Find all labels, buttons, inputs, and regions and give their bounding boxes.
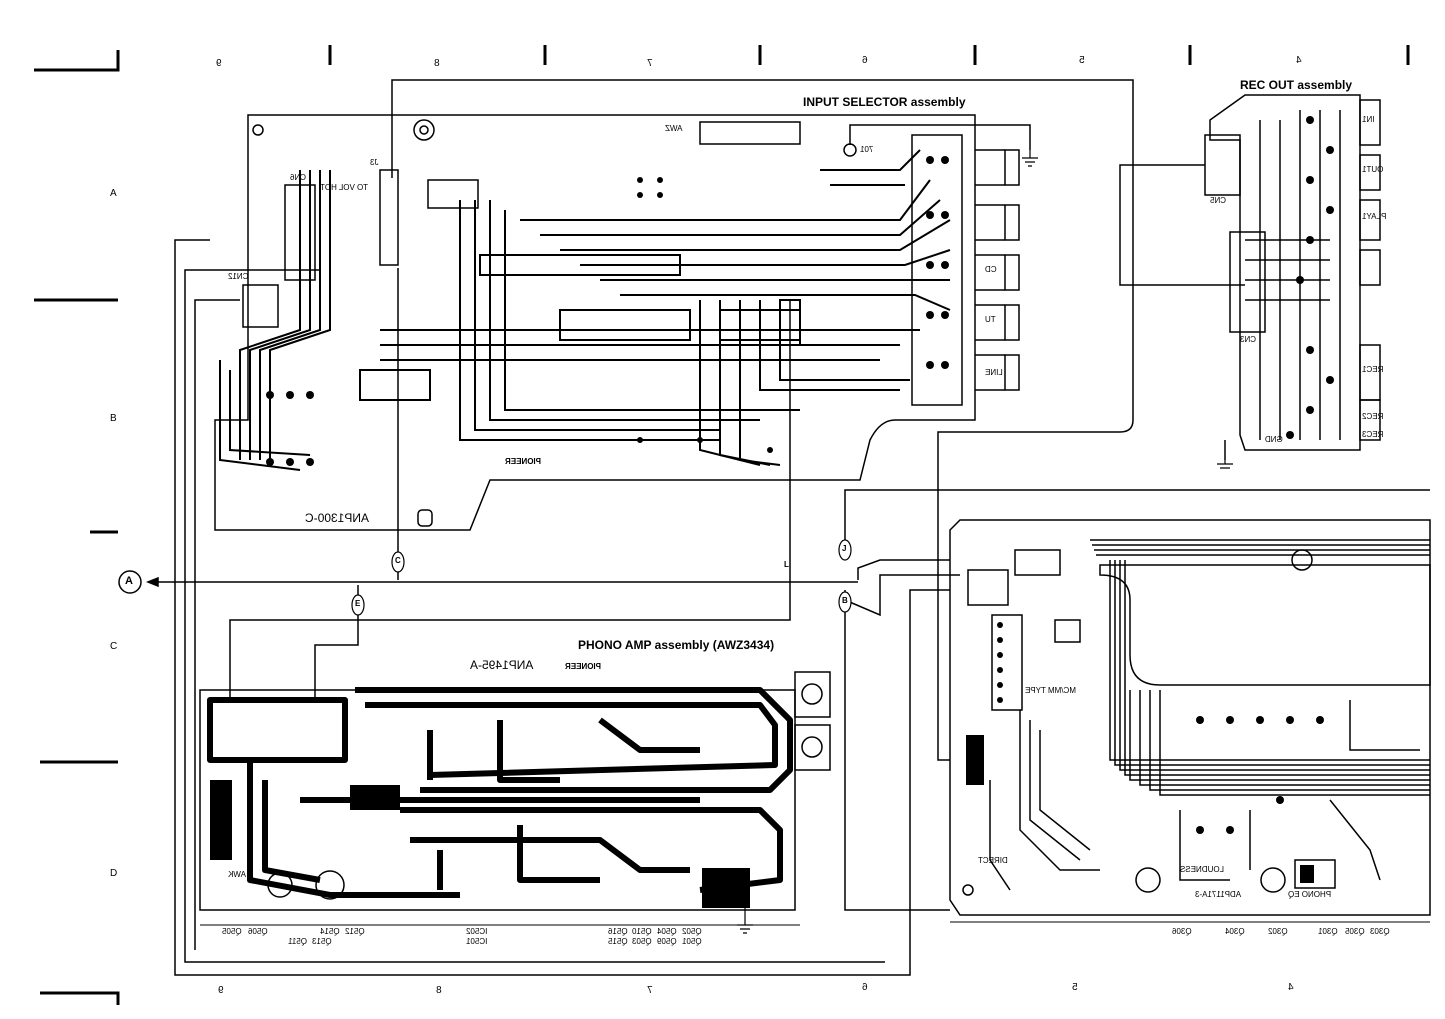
board-label: AWK	[228, 870, 246, 879]
board-label: 701	[860, 145, 874, 154]
board-label: MC/MM TYPE	[1025, 686, 1076, 695]
grid-col-label: 6	[862, 982, 868, 993]
rec-out-title: REC OUT assembly	[1240, 78, 1353, 92]
board-label: DIRECT	[978, 856, 1008, 865]
phono-amp-blocks	[210, 780, 750, 908]
board-label: CN6	[290, 173, 307, 182]
part-label: Q305	[1345, 927, 1365, 936]
board-label: PHONO EQ	[1288, 890, 1332, 899]
board-label: TO VOL HOT	[320, 183, 369, 192]
part-label: Q304	[1225, 927, 1245, 936]
grid-col-label: 9	[216, 58, 222, 69]
board-label: REC3	[1362, 430, 1384, 439]
part-label: Q512	[345, 927, 365, 936]
board-label: CD	[985, 265, 997, 274]
part-label: Q509	[657, 937, 677, 946]
part-label: Q302	[1268, 927, 1288, 936]
part-label: Q502	[682, 927, 702, 936]
board-label: AWZ	[665, 124, 683, 133]
grid-col-label: 7	[647, 58, 653, 69]
off-page-connector-label: A	[125, 575, 133, 587]
cable-tag: C	[395, 556, 401, 565]
input-selector-connectors	[242, 169, 431, 401]
grid-col-label: 8	[436, 985, 442, 996]
grid-col-label: 8	[434, 58, 440, 69]
grid-col-label: 5	[1072, 982, 1078, 993]
main-board	[949, 519, 1431, 916]
board-label: J3	[370, 158, 379, 167]
grid-col-label: 7	[647, 985, 653, 996]
part-label: Q501	[682, 937, 702, 946]
part-label: Q306	[1172, 927, 1192, 936]
board-label: PLAY1	[1362, 212, 1387, 221]
part-label: Q510	[632, 927, 652, 936]
input-selector-part-number: ANP1300-C	[305, 511, 370, 525]
part-label: Q513	[312, 937, 332, 946]
input-selector-jacks	[843, 124, 1031, 406]
connector-a-arrow	[118, 570, 858, 594]
input-selector-title: INPUT SELECTOR assembly	[803, 95, 966, 109]
part-label: IC501	[466, 937, 488, 946]
phono-amp-part-number: ANP1495-A	[470, 658, 534, 672]
cable-tag-ovals	[351, 539, 852, 616]
board-label: CN3	[1240, 335, 1257, 344]
cable-tag: B	[842, 596, 848, 605]
main-board-pads	[966, 622, 1324, 883]
part-label: Q516	[608, 927, 628, 936]
board-label: LOUDNESS	[1180, 865, 1225, 874]
board-label: LINE	[985, 368, 1003, 377]
part-label: Q505	[222, 927, 242, 936]
board-label: GND	[1265, 435, 1283, 444]
part-label: IC502	[466, 927, 488, 936]
board-label: IN1	[1362, 115, 1375, 124]
phono-amp-brand: PIONEER	[565, 662, 602, 671]
input-selector-traces	[219, 149, 951, 471]
cable-tag: J	[842, 544, 847, 553]
board-label: CN5	[1210, 196, 1227, 205]
part-label: Q504	[657, 927, 677, 936]
board-label: OUT1	[1362, 165, 1384, 174]
board-label: TU	[985, 315, 996, 324]
rec-out-pads	[1286, 116, 1334, 439]
part-label: Q301	[1318, 927, 1338, 936]
phono-amp-traces	[207, 687, 793, 898]
input-selector-pads	[266, 156, 949, 466]
main-board-bus	[989, 539, 1430, 891]
grid-col-label: 4	[1296, 55, 1302, 66]
grid-row-label: A	[110, 188, 117, 199]
part-label: Q514	[320, 927, 340, 936]
board-label: REC1	[1362, 365, 1384, 374]
part-label: Q511	[288, 937, 307, 946]
grid-row-label: C	[110, 641, 118, 652]
part-label: Q506	[248, 927, 268, 936]
board-label: REC2	[1362, 412, 1384, 421]
board-label: CN12	[228, 272, 249, 281]
grid-col-label: 5	[1079, 55, 1085, 66]
part-label: Q503	[632, 937, 652, 946]
grid-col-label: 6	[862, 55, 868, 66]
grid-row-label: B	[110, 413, 117, 424]
interconnect-cables	[174, 79, 1430, 976]
input-selector-brand: PIONEER	[505, 457, 542, 466]
phono-amp-title: PHONO AMP assembly (AWZ3434)	[578, 638, 775, 652]
cable-tag: E	[355, 599, 361, 608]
frame-marks	[34, 45, 1410, 1005]
rec-out-board	[1119, 94, 1381, 460]
board-label: ADP1171A-3	[1195, 890, 1242, 899]
part-label: Q303	[1370, 927, 1390, 936]
part-row-rules	[200, 921, 1430, 926]
part-label: Q515	[608, 937, 628, 946]
grid-col-label: 9	[218, 985, 224, 996]
cable-tag: L	[784, 560, 789, 569]
grid-row-label: D	[110, 868, 118, 879]
input-selector-board	[214, 114, 976, 531]
grid-col-label: 4	[1288, 982, 1294, 993]
